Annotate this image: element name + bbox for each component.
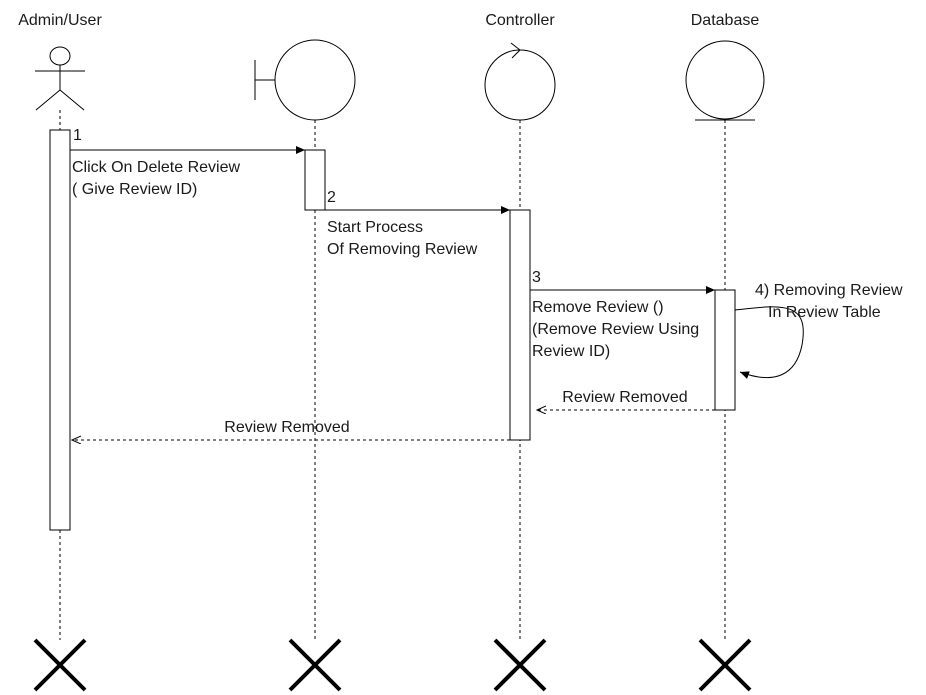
stick-figure-actor-icon	[35, 46, 85, 111]
message-label-1-line2: ( Give Review ID)	[72, 181, 197, 198]
self-message-label-4-line2: In Review Table	[768, 304, 881, 321]
participant-label-admin-user: Admin/User	[18, 12, 102, 29]
destroy-x-icon	[288, 638, 342, 692]
destroy-x-icon	[33, 638, 87, 692]
message-label-3-line2: (Remove Review Using	[532, 321, 699, 338]
boundary-icon	[254, 39, 356, 121]
activation-bar-database	[714, 289, 736, 411]
self-message-label-4-line1: 4) Removing Review	[755, 282, 903, 299]
control-icon	[484, 42, 556, 121]
destroy-x-icon	[493, 638, 547, 692]
return-label-review-removed-2: Review Removed	[224, 419, 349, 436]
message-number-2: 2	[327, 189, 336, 206]
destroy-x-icon	[698, 638, 752, 692]
message-label-2-line1: Start Process	[327, 219, 423, 236]
participant-label-controller: Controller	[485, 12, 555, 29]
message-number-3: 3	[532, 269, 541, 286]
return-label-review-removed-1: Review Removed	[562, 389, 687, 406]
activation-bar-admin-user	[49, 129, 71, 531]
message-number-1: 1	[73, 127, 82, 144]
entity-icon	[685, 40, 765, 121]
message-label-3-line3: Review ID)	[532, 343, 610, 360]
participant-label-database: Database	[691, 12, 760, 29]
message-label-3-line1: Remove Review ()	[532, 299, 664, 316]
self-message-arrow-4	[734, 306, 804, 379]
message-label-2-line2: Of Removing Review	[327, 241, 478, 258]
message-label-1-line1: Click On Delete Review	[72, 159, 241, 176]
activation-bar-boundary	[304, 149, 326, 211]
activation-bar-controller	[509, 209, 531, 441]
